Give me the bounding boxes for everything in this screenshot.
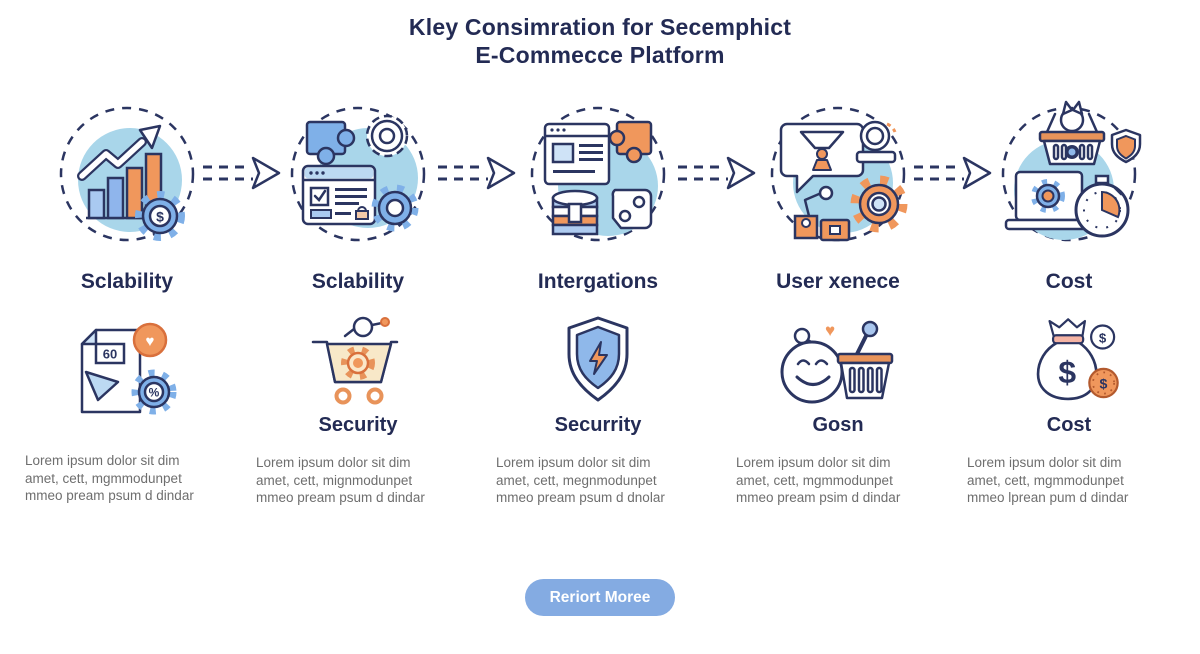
- browser-puzzle-database-icon: [513, 98, 683, 258]
- page-title-line2: E-Commecce Platform: [475, 42, 725, 68]
- column-security: Sclability Security Lorem ipsum dolor si…: [248, 98, 468, 568]
- shopping-cart-gear-icon: [283, 314, 433, 406]
- page-title: Kley Consimration for Secemphict E-Comme…: [0, 13, 1200, 69]
- description-text: Lorem ipsum dolor sit dim amet, cett, me…: [496, 455, 665, 505]
- growth-bars-arrow-gear-icon: $: [42, 98, 212, 258]
- description-text: Lorem ipsum dolor sit dim amet, cett, mg…: [736, 455, 901, 505]
- svg-text:$: $: [1099, 330, 1107, 345]
- description-text: Lorem ipsum dolor sit dim amet, cett, mg…: [967, 455, 1129, 505]
- main-label-user-experience: User xenece: [776, 270, 900, 293]
- column-integrations: Intergations Securrity Lorem ipsum dolor…: [488, 98, 708, 568]
- read-more-button[interactable]: Reriort Moree: [525, 579, 675, 616]
- shield-lightning-icon: [523, 314, 673, 406]
- svg-text:60: 60: [103, 347, 117, 362]
- column-cost: Cost $ $ $ Cost Lorem ipsum dolor sit di…: [959, 98, 1179, 568]
- description-text: Lorem ipsum dolor sit dim amet, cett, mg…: [25, 453, 194, 503]
- column-scalability: $ Sclability 60 ♥ % Lorem ipsum dolor si…: [17, 98, 237, 568]
- puzzle-gears-checklist-icon: [273, 98, 443, 258]
- main-label-cost: Cost: [1045, 270, 1093, 293]
- main-label-scalability: Sclability: [80, 270, 174, 293]
- sec-label-cost: Cost: [1046, 414, 1092, 436]
- flow-arrow-icon: [914, 156, 992, 190]
- flow-arrow-icon: [678, 156, 756, 190]
- svg-text:♥: ♥: [825, 321, 835, 340]
- sec-label-securrity: Securrity: [554, 414, 642, 436]
- description-text: Lorem ipsum dolor sit dim amet, cett, mi…: [256, 455, 425, 505]
- sec-label-security: Security: [318, 414, 398, 436]
- page-title-line1: Kley Consimration for Secemphict: [408, 14, 792, 40]
- discount-document-icon: 60 ♥ %: [52, 314, 202, 440]
- main-label-scalability-2: Sclability: [311, 270, 405, 293]
- smiley-basket-icon: ♥: [758, 314, 918, 406]
- svg-text:%: %: [149, 386, 160, 400]
- svg-text:$: $: [1100, 375, 1108, 391]
- svg-text:$: $: [156, 209, 164, 225]
- money-bag-icon: $ $ $: [994, 314, 1144, 406]
- svg-text:$: $: [1058, 354, 1076, 390]
- main-label-integrations: Intergations: [537, 270, 659, 293]
- funnel-speech-gear-icon: [753, 98, 923, 258]
- column-user-experience: User xenece ♥: [728, 98, 948, 568]
- basket-laptop-stopwatch-icon: [984, 98, 1154, 258]
- flow-arrow-icon: [203, 156, 281, 190]
- svg-text:♥: ♥: [146, 333, 155, 350]
- flow-arrow-icon: [438, 156, 516, 190]
- sec-label-gosn: Gosn: [812, 414, 864, 436]
